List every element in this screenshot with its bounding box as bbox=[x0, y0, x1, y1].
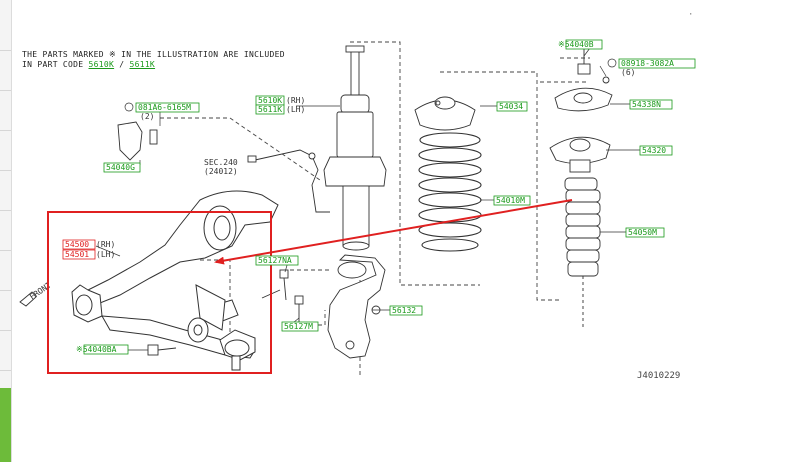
box-bolt-56127na bbox=[255, 255, 299, 266]
highlight-box bbox=[47, 211, 272, 374]
label-nut-54040b[interactable]: ※54040B bbox=[558, 40, 594, 49]
rail-divider bbox=[0, 170, 11, 171]
bracket-54040g bbox=[117, 121, 158, 161]
label-nut-08918-qty: (6) bbox=[621, 68, 635, 77]
rail-divider bbox=[0, 290, 11, 291]
sensor-harness bbox=[247, 149, 330, 213]
front-arrow-icon bbox=[19, 291, 37, 307]
left-rail bbox=[0, 0, 12, 462]
box-knuckle-56132 bbox=[389, 305, 423, 316]
strut-insulator bbox=[414, 96, 476, 131]
upper-plate-54338n bbox=[554, 87, 613, 112]
figure-id: J4010229 bbox=[637, 371, 680, 381]
strut-mount-54320 bbox=[549, 136, 611, 173]
rail-divider bbox=[0, 250, 11, 251]
box-nut-08918 bbox=[618, 58, 696, 69]
rail-divider bbox=[0, 130, 11, 131]
steering-knuckle-56132 bbox=[327, 254, 386, 359]
box-boot-54050m bbox=[625, 227, 665, 238]
rail-divider bbox=[0, 90, 11, 91]
rail-divider bbox=[0, 210, 11, 211]
box-bracket-54040g bbox=[103, 162, 141, 173]
label-arm-54501[interactable]: 54501 bbox=[65, 250, 89, 259]
lower-control-arm bbox=[71, 190, 279, 371]
label-bracket-54040g[interactable]: 54040G bbox=[106, 163, 135, 172]
label-nut-08918[interactable]: 08918-3082A bbox=[621, 59, 674, 68]
top-nut-54040b bbox=[577, 48, 610, 84]
box-insulator-54034 bbox=[496, 101, 528, 112]
label-bolt-56127na[interactable]: 56127NA bbox=[258, 256, 292, 265]
bolt-marker-icon bbox=[124, 102, 134, 112]
box-strut-lh bbox=[255, 104, 285, 115]
rail-divider bbox=[0, 370, 11, 371]
label-sec-ref[interactable]: SEC.240 bbox=[204, 158, 238, 167]
box-arm-54501 bbox=[62, 249, 96, 260]
note-code-a[interactable]: 5610K bbox=[88, 60, 115, 69]
label-arm-54500[interactable]: 54500 bbox=[65, 240, 89, 249]
dust-boot-54050m bbox=[564, 177, 601, 330]
label-spring-54010m[interactable]: 54010M bbox=[496, 196, 525, 205]
note-prefix: IN PART CODE bbox=[22, 60, 89, 69]
label-nut-54040ba[interactable]: ※54040BA bbox=[76, 345, 117, 354]
box-bolt-81a6 bbox=[135, 102, 200, 113]
box-plate-54338n bbox=[629, 99, 673, 110]
corner-mark: · bbox=[688, 10, 694, 20]
label-mount-54320[interactable]: 54320 bbox=[642, 146, 666, 155]
box-spring-54010m bbox=[493, 195, 531, 206]
note-line-1: THE PARTS MARKED ※ IN THE ILLUSTRATION A… bbox=[22, 50, 285, 59]
box-nut-54040b bbox=[565, 39, 603, 50]
bolt-set bbox=[147, 269, 304, 356]
label-insulator-54034[interactable]: 54034 bbox=[499, 102, 523, 111]
label-boot-54050m[interactable]: 54050M bbox=[628, 228, 657, 237]
nut-marker-icon bbox=[607, 58, 617, 68]
label-plate-54338n[interactable]: 54338N bbox=[632, 100, 661, 109]
label-bolt-56127m[interactable]: 56127M bbox=[284, 322, 313, 331]
note-sep: / bbox=[114, 60, 130, 69]
coil-spring bbox=[418, 132, 482, 252]
label-sec-ref-sub: (24012) bbox=[204, 167, 238, 176]
rail-divider bbox=[0, 330, 11, 331]
note-line-2: IN PART CODE 5610K / 5611K bbox=[22, 60, 155, 69]
shock-absorber-strut bbox=[323, 45, 387, 251]
label-strut-lh[interactable]: 5611K bbox=[258, 105, 282, 114]
box-arm-54500 bbox=[62, 239, 96, 250]
box-mount-54320 bbox=[639, 145, 673, 156]
label-arm-54500-side: (RH) bbox=[96, 240, 115, 249]
note-code-b[interactable]: 5611K bbox=[129, 60, 156, 69]
box-bolt-56127m bbox=[281, 321, 319, 332]
label-arm-54501-side: (LH) bbox=[96, 250, 115, 259]
highlight-arrow bbox=[214, 199, 573, 265]
front-label: FRONT bbox=[28, 280, 53, 301]
label-strut-rh[interactable]: 5610K bbox=[258, 96, 282, 105]
part-labels: 5610K (RH) 5611K (LH) 081A6-6165M (2) 54… bbox=[62, 39, 696, 381]
label-bolt-81a6-qty: (2) bbox=[140, 112, 154, 121]
label-knuckle-56132[interactable]: 56132 bbox=[392, 306, 416, 315]
box-nut-54040ba bbox=[83, 344, 129, 355]
label-strut-rh-side: (RH) bbox=[286, 96, 305, 105]
rail-divider bbox=[0, 50, 11, 51]
rail-active-tab[interactable] bbox=[0, 388, 11, 462]
label-strut-lh-side: (LH) bbox=[286, 105, 305, 114]
label-bolt-81a6[interactable]: 081A6-6165M bbox=[138, 103, 191, 112]
